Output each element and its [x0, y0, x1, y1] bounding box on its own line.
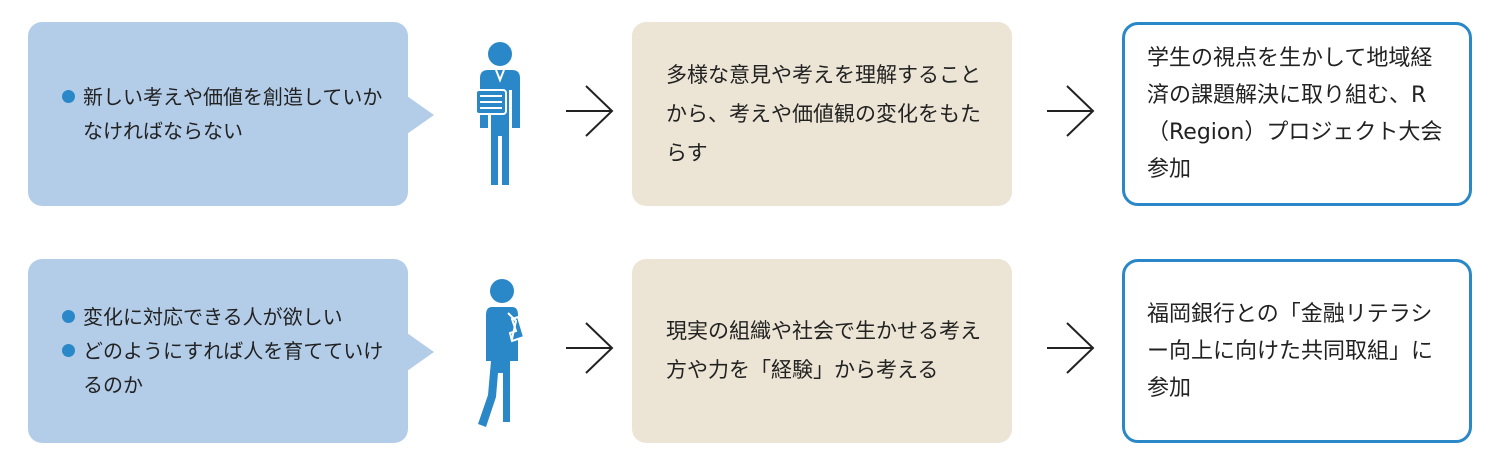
- bullet-item: 新しい考えや価値を創造していかなければならない: [62, 80, 388, 148]
- bullet-item: 変化に対応できる人が欲しい: [62, 300, 388, 334]
- right-arrow-icon: [566, 322, 614, 374]
- right-arrow-icon: [566, 85, 614, 137]
- middle-box-text: 現実の組織や社会で生かせる考え方や力を「経験」から考える: [666, 319, 981, 382]
- result-box-text: 学生の視点を生かして地域経済の課題解決に取り組む、R（Region）プロジェクト…: [1147, 46, 1443, 182]
- bullet-dot-icon: [62, 310, 75, 323]
- bullet-dot-icon: [62, 344, 75, 357]
- result-box-1: 学生の視点を生かして地域経済の課題解決に取り組む、R（Region）プロジェクト…: [1122, 22, 1472, 206]
- flow-row-1: 新しい考えや価値を創造していかなければならない 多様な意見や考えを理解することか…: [0, 22, 1498, 206]
- bullet-dot-icon: [62, 90, 75, 103]
- bullet-text: 新しい考えや価値を創造していかなければならない: [83, 85, 383, 143]
- right-arrow-icon: [1047, 322, 1095, 374]
- thinking-person-icon: [462, 277, 542, 427]
- middle-box-text: 多様な意見や考えを理解することから、考えや価値観の変化をもたらす: [666, 62, 981, 165]
- bullet-text: 変化に対応できる人が欲しい: [83, 305, 343, 329]
- bullet-item: どのようにすれば人を育てていけるのか: [62, 334, 388, 402]
- flow-row-2: 変化に対応できる人が欲しい どのようにすれば人を育てていけるのか 現実の組織や社…: [0, 259, 1498, 443]
- middle-box-1: 多様な意見や考えを理解することから、考えや価値観の変化をもたらす: [632, 22, 1012, 206]
- speech-bubble-2: 変化に対応できる人が欲しい どのようにすれば人を育てていけるのか: [28, 259, 434, 443]
- standing-person-holding-book-icon: [462, 40, 542, 190]
- bullet-text: どのようにすれば人を育てていけるのか: [83, 339, 384, 397]
- result-box-2: 福岡銀行との「金融リテラシー向上に向けた共同取組」に参加: [1122, 259, 1472, 443]
- middle-box-2: 現実の組織や社会で生かせる考え方や力を「経験」から考える: [632, 259, 1012, 443]
- speech-bubble-1: 新しい考えや価値を創造していかなければならない: [28, 22, 434, 206]
- result-box-text: 福岡銀行との「金融リテラシー向上に向けた共同取組」に参加: [1147, 301, 1434, 401]
- right-arrow-icon: [1047, 85, 1095, 137]
